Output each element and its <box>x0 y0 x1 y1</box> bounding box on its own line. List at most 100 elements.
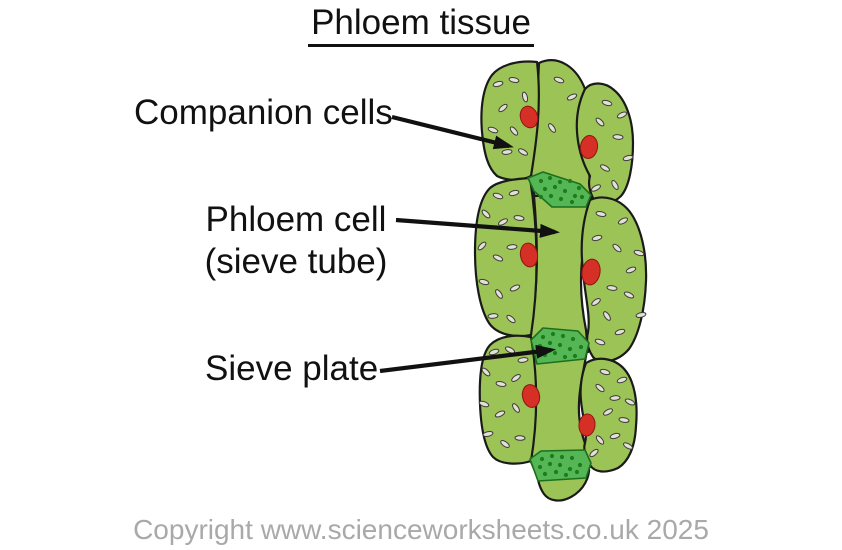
organelle-icon <box>601 99 613 107</box>
organelle-icon <box>518 148 528 156</box>
organelle-icon <box>511 374 521 382</box>
organelle-icon <box>618 417 630 423</box>
sieve-pore-icon <box>550 331 556 337</box>
organelle-icon <box>616 111 628 119</box>
sieve-pore-icon <box>552 184 558 190</box>
label-sieve-plate: Sieve plate <box>205 349 379 388</box>
nucleus-icon <box>519 105 539 129</box>
organelle-icon <box>595 383 605 393</box>
nucleus-icon <box>581 258 601 286</box>
companion-cells-group <box>473 60 648 473</box>
organelle-icon <box>500 440 510 448</box>
organelle-icon <box>617 217 629 225</box>
sieve-pore-icon <box>572 353 578 359</box>
organelle-icon <box>501 149 513 155</box>
organelle-icon <box>594 338 606 346</box>
sieve-pore-icon <box>547 175 553 181</box>
title-wrap: Phloem tissue <box>0 3 842 47</box>
nucleus-icon <box>519 242 539 268</box>
sieve-pore-icon <box>549 453 555 459</box>
label-phloem-cell-line2: (sieve tube) <box>204 242 388 281</box>
sieve-pore-icon <box>540 334 546 340</box>
organelle-icon <box>509 284 521 292</box>
pointer-arrows <box>379 114 560 374</box>
sieve-pore-icon <box>572 193 578 199</box>
organelle-icon <box>487 126 499 134</box>
companion-cell-top-right <box>575 82 635 205</box>
sieve-pore-icon <box>537 464 543 470</box>
sieve-pore-icon <box>569 455 575 461</box>
sieve-pore-icon <box>557 462 563 468</box>
page-title: Phloem tissue <box>308 3 534 47</box>
sieve-pore-icon <box>548 193 554 199</box>
sieve-pore-icon <box>542 352 548 358</box>
organelle-icon <box>495 289 503 299</box>
sieve-pore-icon <box>552 350 558 356</box>
sieve-pore-icon <box>567 466 573 472</box>
organelle-icon <box>612 243 622 253</box>
organelle-icon <box>481 209 491 219</box>
sieve-plate-top <box>527 171 592 208</box>
organelle-icon <box>611 180 619 190</box>
sieve-pore-icon <box>567 178 573 184</box>
organelle-icon <box>478 400 490 408</box>
nucleus-icon <box>521 384 541 408</box>
sieve-pore-icon <box>538 178 544 184</box>
organelle-icon <box>495 381 507 387</box>
organelle-icon <box>477 241 487 251</box>
sieve-pore-icon <box>542 471 548 477</box>
organelle-icon <box>612 134 624 140</box>
sieve-pore-icon <box>562 354 568 360</box>
organelle-icon <box>492 254 504 262</box>
organelle-icon <box>595 435 605 445</box>
organelle-icon <box>488 348 500 356</box>
organelle-icon <box>591 298 601 306</box>
sieve-pore-icon <box>570 336 576 342</box>
label-phloem-cell: Phloem cell (sieve tube) <box>196 199 396 283</box>
organelle-icon <box>589 448 599 458</box>
companion-cells-arrow <box>391 114 514 150</box>
organelle-icon <box>521 91 529 103</box>
organelle-icon <box>481 367 491 377</box>
sieve-pore-icon <box>547 340 553 346</box>
organelle-icon <box>508 77 520 83</box>
organelle-icon <box>506 244 518 250</box>
organelle-icon <box>591 234 603 242</box>
organelle-icon <box>595 117 605 127</box>
organelle-icon <box>609 395 621 401</box>
organelle-icon <box>512 403 520 413</box>
organelle-icon <box>513 215 525 221</box>
organelle-icon <box>509 126 519 136</box>
copyright-text: Copyright www.scienceworksheets.co.uk 20… <box>133 514 709 545</box>
sieve-pore-icon <box>539 456 545 462</box>
label-companion-cells: Companion cells <box>134 93 393 132</box>
nucleus-icon <box>579 135 599 159</box>
organelle-icon <box>498 103 508 113</box>
sieve-pore-icon <box>567 346 573 352</box>
sieve-pore-icon <box>562 188 568 194</box>
sieve-pore-icon <box>578 344 584 350</box>
organelle-icon <box>553 76 565 84</box>
sieve-plate-arrow <box>379 344 556 374</box>
organelle-icon <box>603 408 613 416</box>
organelle-icon <box>616 376 628 384</box>
sieve-pore-icon <box>569 199 575 205</box>
organelle-icon <box>623 442 633 450</box>
companion-cell-bottom-right <box>579 357 638 473</box>
sieve-pore-icon <box>538 194 544 200</box>
sieve-pore-icon <box>558 196 564 202</box>
sieve-pore-icon <box>576 185 582 191</box>
organelle-icon <box>622 154 634 162</box>
organelle-icon <box>498 218 508 226</box>
phloem-cell-arrow <box>395 217 560 238</box>
organelle-icon <box>603 311 611 321</box>
sieve-pore-icon <box>557 342 563 348</box>
organelle-icon <box>492 192 504 200</box>
organelle-icon <box>600 164 610 172</box>
organelle-icon <box>609 432 621 440</box>
organelle-icon <box>599 368 611 376</box>
sieve-pore-icon <box>559 454 565 460</box>
organelle-icon <box>625 266 637 274</box>
organelle-icon <box>606 285 618 291</box>
